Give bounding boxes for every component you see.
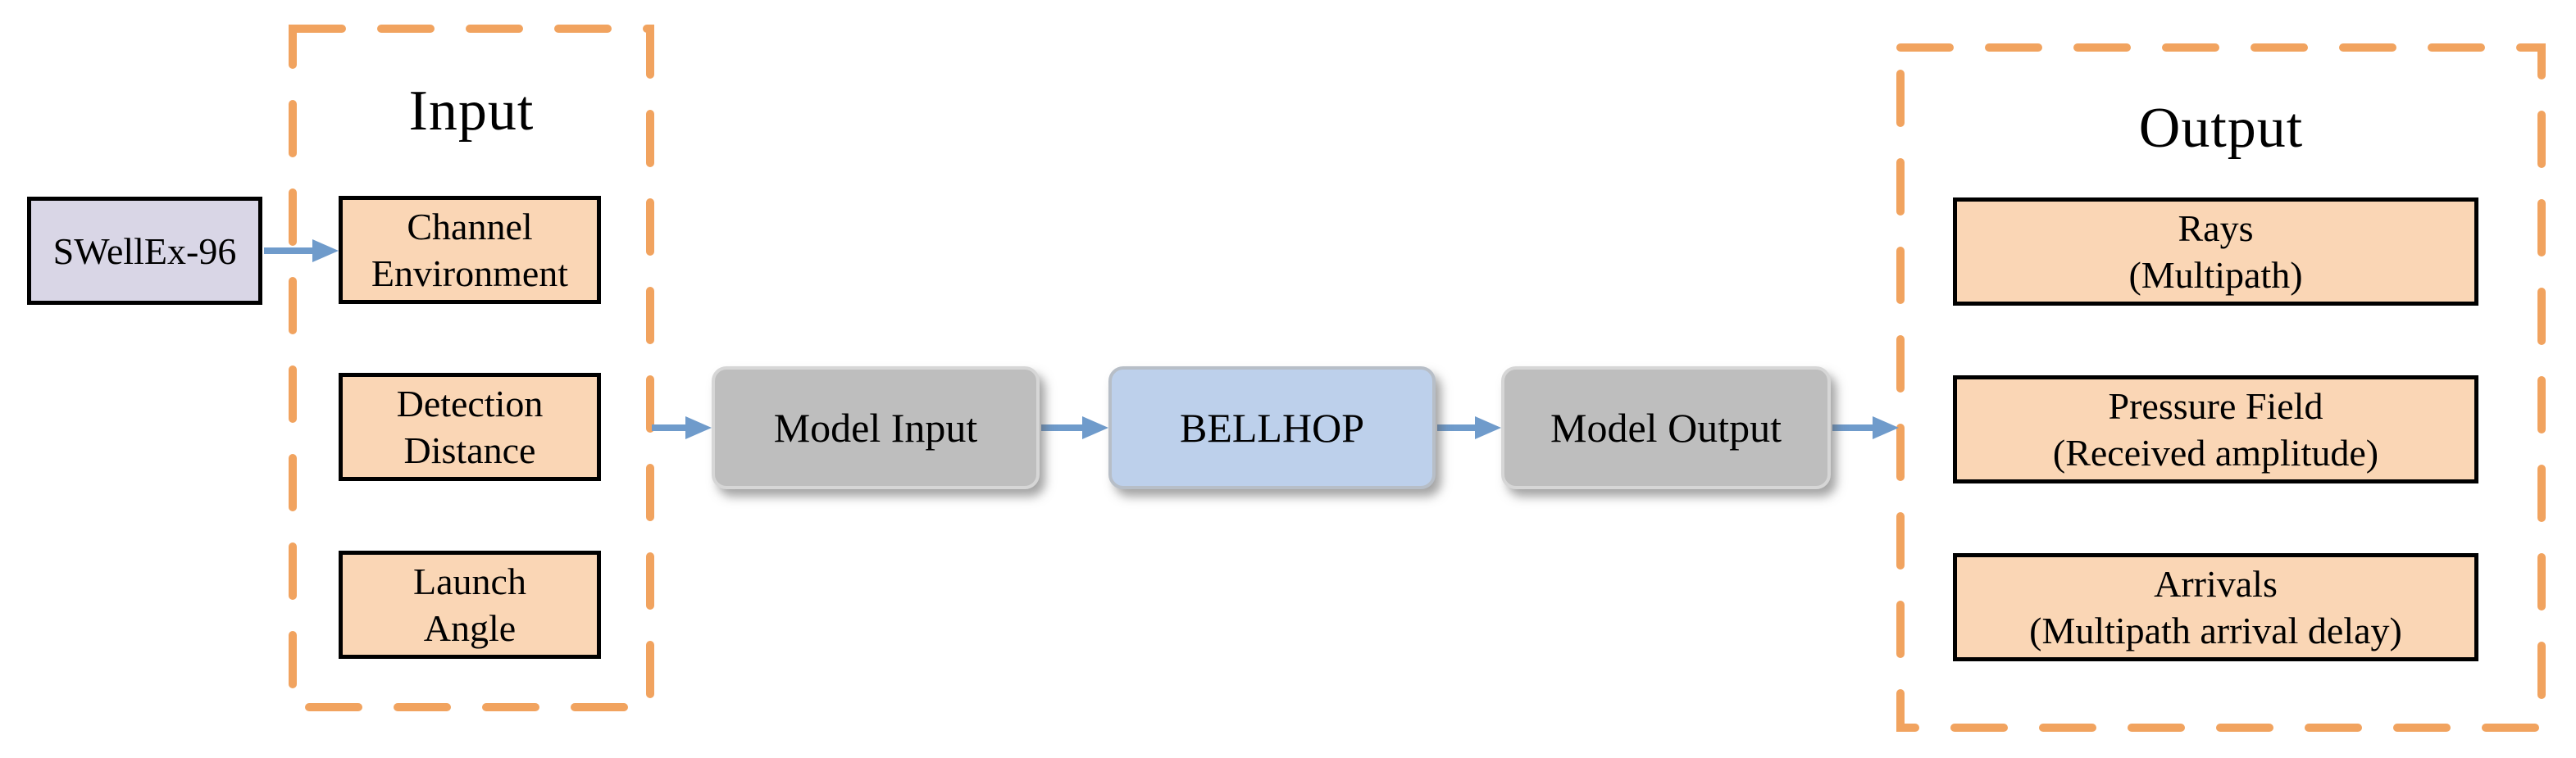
arrivals-line1: Arrivals [2154,563,2278,605]
arrow-swellex-to-channel-environment [264,239,339,262]
input-group-title: Input [408,79,535,143]
model-output-box: Model Output [1501,366,1831,489]
detection-distance-box: Detection Distance [339,373,601,481]
bellhop-box: BELLHOP [1108,366,1436,489]
output-group-dashed-border [1896,43,2546,732]
arrow-bellhop-to-model-output [1437,416,1501,439]
bellhop-label: BELLHOP [1180,405,1364,451]
output-group-title: Output [2138,97,2304,160]
launch-angle-line2: Angle [423,607,517,649]
input-group-dashed-border [289,25,654,711]
launch-angle-box: Launch Angle [339,551,601,659]
pressure-field-line1: Pressure Field [2108,385,2323,427]
rays-box: Rays (Multipath) [1953,197,2478,306]
channel-environment-line1: Channel [407,206,533,247]
detection-distance-line1: Detection [396,383,544,424]
rays-line1: Rays [2178,207,2254,249]
pressure-field-box: Pressure Field (Received amplitude) [1953,375,2478,483]
arrivals-line2: (Multipath arrival delay) [2029,610,2402,651]
detection-distance-line2: Distance [403,429,536,471]
swellex-96-box: SWellEx-96 [27,197,262,305]
arrivals-box: Arrivals (Multipath arrival delay) [1953,553,2478,661]
arrow-input-to-model-input [652,416,712,439]
pressure-field-line2: (Received amplitude) [2052,432,2379,474]
swellex-96-label: SWellEx-96 [52,229,237,272]
model-input-box: Model Input [712,366,1040,489]
model-output-label: Model Output [1550,405,1782,451]
launch-angle-line1: Launch [413,561,526,602]
channel-environment-box: Channel Environment [339,196,601,304]
channel-environment-line2: Environment [371,252,569,294]
model-input-label: Model Input [773,405,978,451]
arrow-model-input-to-bellhop [1041,416,1108,439]
arrow-model-output-to-output [1832,416,1899,439]
rays-line2: (Multipath) [2128,254,2303,296]
